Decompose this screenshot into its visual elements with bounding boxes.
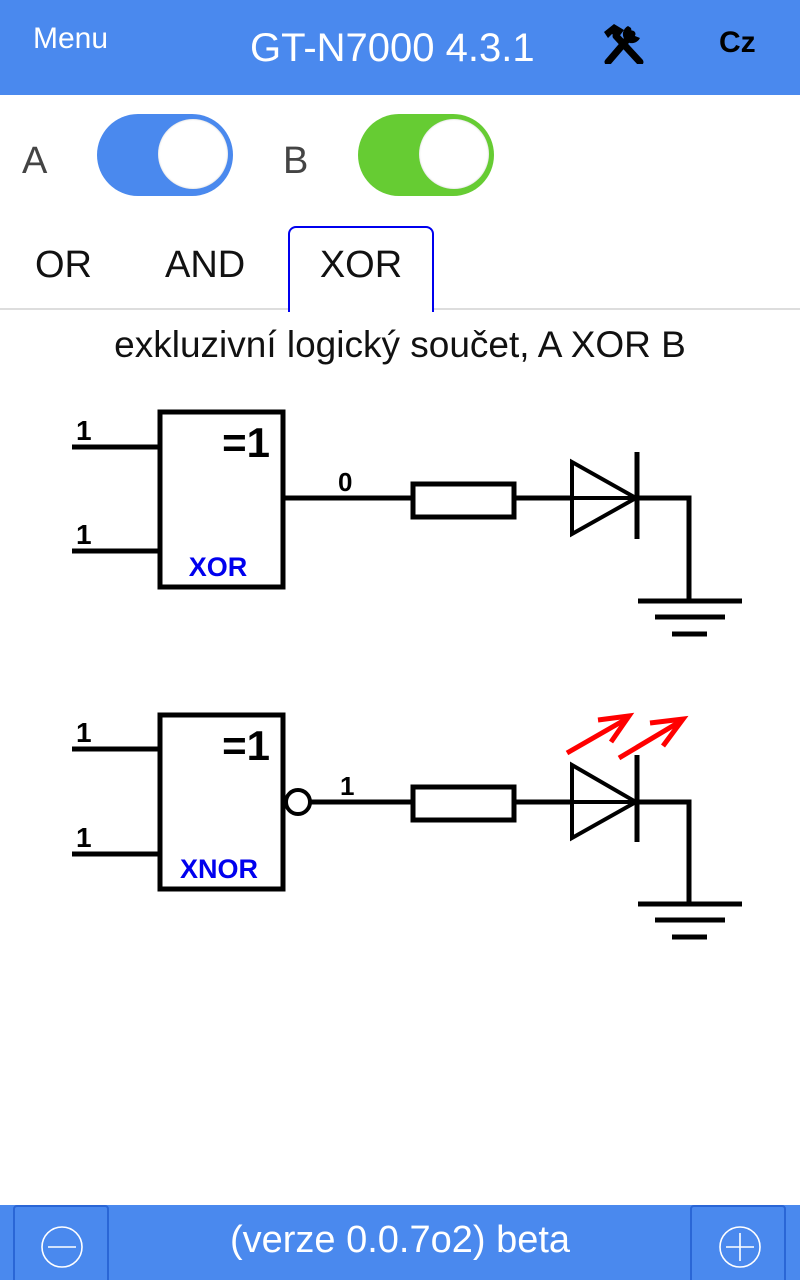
resistor (410, 784, 517, 823)
bottom-bar: (verze 0.0.7o2) beta (0, 1205, 800, 1280)
ground-symbol (638, 901, 742, 940)
language-button[interactable]: Cz (719, 26, 756, 59)
circle-plus-icon (719, 1226, 761, 1268)
menu-button[interactable]: Menu (33, 22, 109, 55)
switch-a-label: A (22, 140, 48, 182)
resistor (410, 481, 517, 520)
switch-a-toggle[interactable] (97, 114, 233, 196)
input-1-value: 1 (76, 717, 92, 748)
top-bar: Menu GT-N7000 4.3.1 Cz (0, 0, 800, 95)
gate-symbol: =1 (222, 419, 270, 466)
ground-symbol (638, 598, 742, 637)
ground-wire (636, 799, 692, 904)
gate-description: exkluzivní logický součet, A XOR B (114, 324, 686, 365)
app-title: GT-N7000 4.3.1 (250, 26, 535, 70)
zoom-out-button[interactable] (13, 1205, 109, 1280)
led-light-arrows (565, 712, 689, 761)
inverter-bubble (284, 788, 312, 816)
circuit-diagram: 1 1 =1 XOR 0 1 1 =1 (72, 409, 742, 940)
gate-name-label: XOR (189, 552, 248, 582)
ground-wire (636, 495, 692, 601)
hammer-wrench-icon[interactable] (600, 22, 646, 64)
zoom-in-button[interactable] (690, 1205, 786, 1280)
version-label: (verze 0.0.7o2) beta (229, 1219, 571, 1261)
xnor-circuit: 1 1 =1 XNOR 1 (72, 712, 742, 940)
tab-xor-label: XOR (319, 244, 403, 286)
gate-symbol: =1 (222, 722, 270, 769)
output-value: 0 (338, 467, 352, 497)
toggle-knob (158, 119, 228, 189)
tab-and[interactable]: AND (165, 244, 246, 286)
tab-xor[interactable]: XOR (288, 226, 434, 312)
switch-b-label: B (283, 140, 309, 182)
input-1-value: 1 (76, 415, 92, 446)
switch-b-toggle[interactable] (358, 114, 494, 196)
xor-gate (157, 409, 286, 590)
toggle-knob (419, 119, 489, 189)
xnor-gate (157, 712, 286, 892)
input-2-value: 1 (76, 519, 92, 550)
gate-name-label: XNOR (180, 854, 258, 884)
circle-minus-icon (41, 1226, 83, 1268)
input-2-value: 1 (76, 822, 92, 853)
xor-circuit: 1 1 =1 XOR 0 (72, 409, 742, 637)
tab-or[interactable]: OR (35, 244, 92, 286)
output-value: 1 (340, 771, 354, 801)
